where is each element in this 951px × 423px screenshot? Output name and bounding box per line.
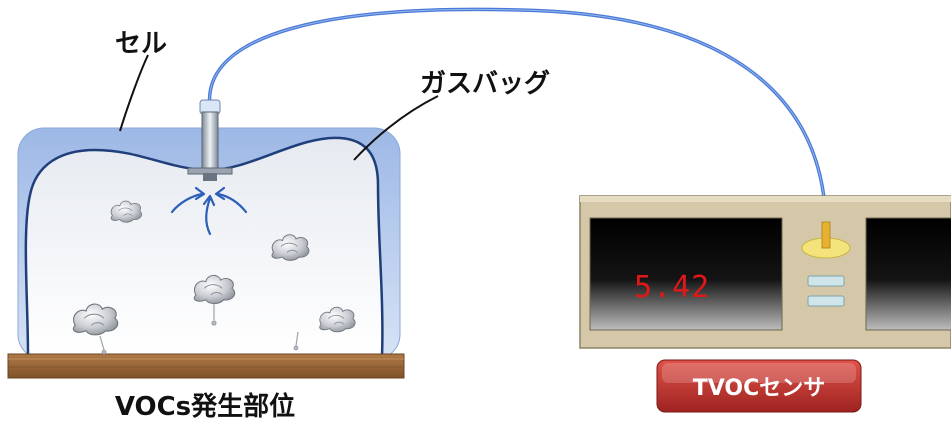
tvoc-sensor-label: TVOCセンサ <box>693 376 826 401</box>
vocs-source-label: VOCs発生部位 <box>115 391 295 422</box>
sensor-right-screen <box>865 217 951 331</box>
tvoc-sensor-badge: TVOCセンサ <box>656 359 862 413</box>
sensor-indicator-bar-top <box>807 275 845 287</box>
gas-bag-label: ガスバッグ <box>420 69 550 99</box>
sensor-indicator-bar-bottom <box>807 295 845 307</box>
gas-bag-pointer-line <box>353 95 439 161</box>
suction-arrow-icon <box>170 186 248 236</box>
tvoc-sensor-unit <box>579 195 951 349</box>
cell-pointer-line <box>119 54 149 132</box>
vocs-source-base <box>7 353 405 379</box>
sensor-reading: 5.42 <box>634 270 710 305</box>
sampling-nozzle <box>187 99 233 181</box>
sensor-left-screen <box>589 217 783 331</box>
cell-label: セル <box>115 29 167 59</box>
